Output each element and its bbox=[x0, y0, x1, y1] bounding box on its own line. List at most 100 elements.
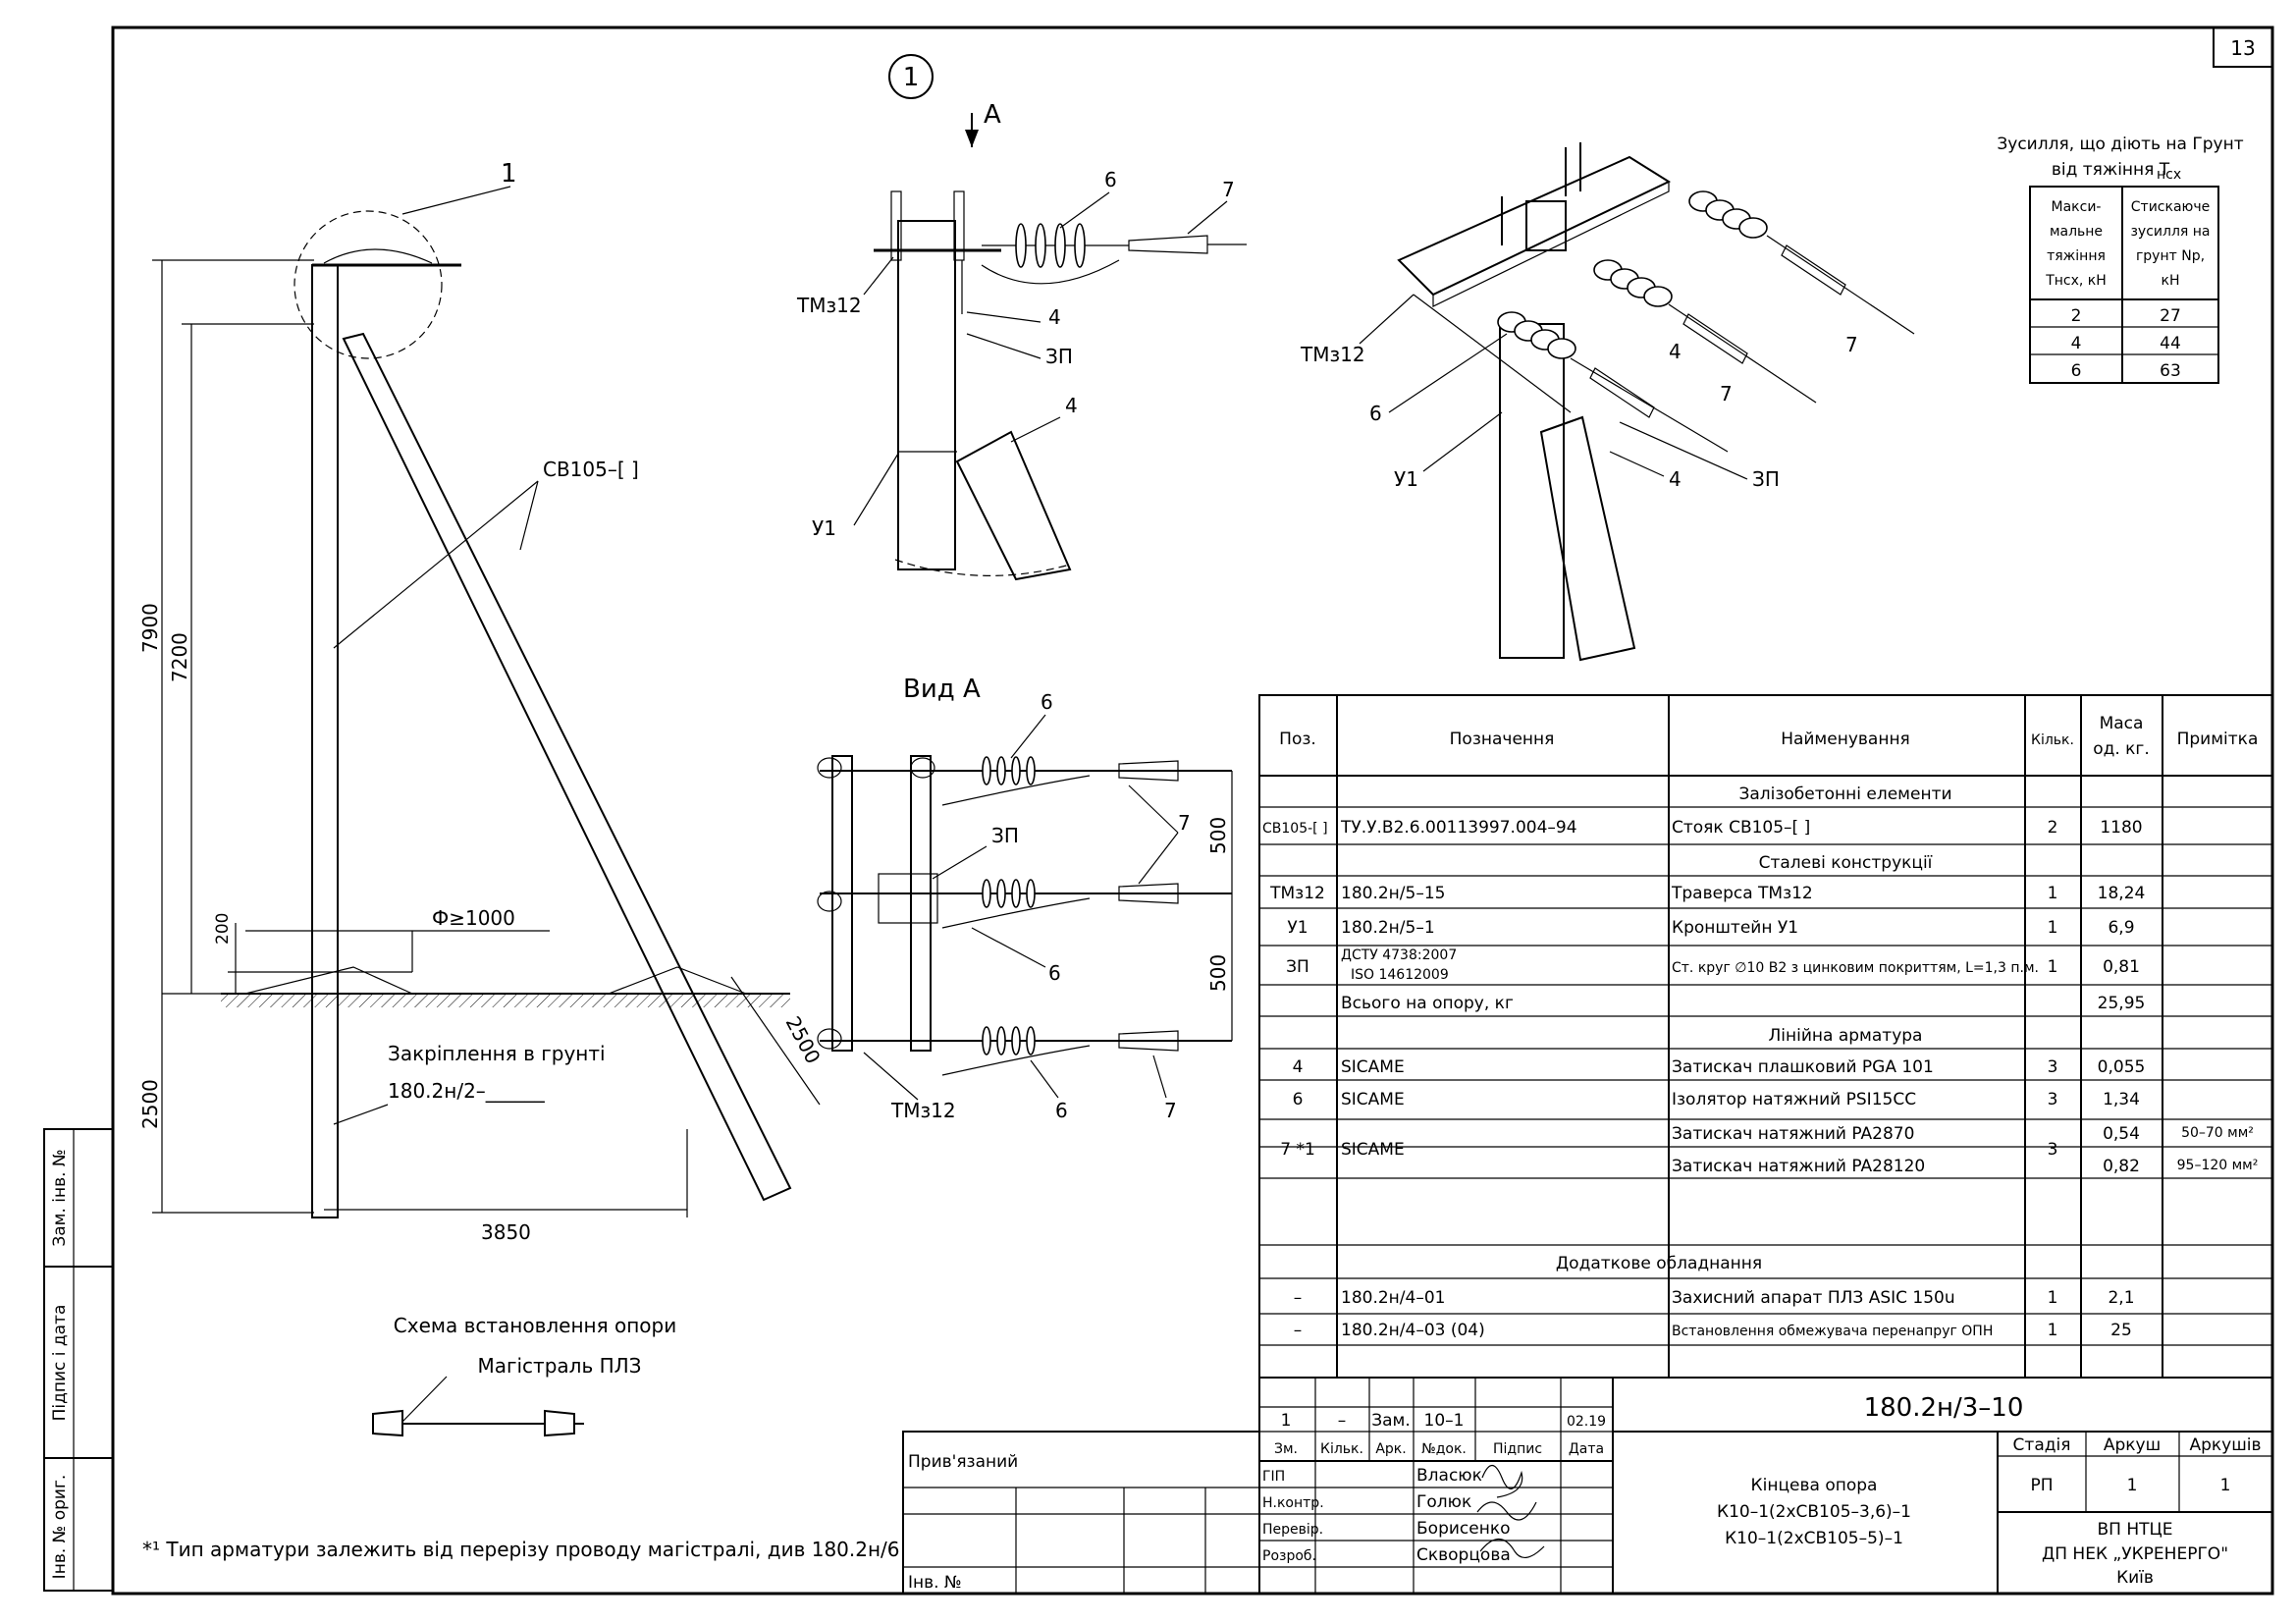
scheme-line-label: Магістраль ПЛЗ bbox=[477, 1354, 641, 1378]
spec-table: Поз. Позначення Найменування Кільк. Маса… bbox=[1258, 694, 2273, 1379]
stamp-replaced-inv: Зам. інв. № bbox=[50, 1149, 70, 1246]
spec-cell: 18,24 bbox=[2098, 884, 2146, 903]
title-line-1: Кінцева опора bbox=[1751, 1476, 1878, 1495]
force-table: Зусилля, що діють на Грунт від тяжіння Т… bbox=[1997, 135, 2244, 384]
person-cell: Голюк bbox=[1416, 1492, 1471, 1512]
spec-cell: Всього на опору, кг bbox=[1341, 994, 1514, 1013]
iso-label-u1: У1 bbox=[1394, 467, 1418, 491]
attached-label: Прив'язаний bbox=[908, 1452, 1018, 1472]
force-h1-l4: Тнсх, кН bbox=[2045, 273, 2107, 289]
title-line-2: К10–1(2хСВ105–3,6)–1 bbox=[1717, 1502, 1911, 1522]
spec-section: Сталеві конструкції bbox=[1759, 853, 1933, 873]
force-h1-l2: мальне bbox=[2050, 224, 2103, 240]
doc-code: 180.2н/3–10 bbox=[1864, 1393, 2024, 1423]
detail-pole bbox=[897, 220, 956, 570]
stamp-inv-orig: Інв. № ориг. bbox=[50, 1475, 70, 1580]
rev-cell: Зам. bbox=[1371, 1411, 1411, 1431]
spec-header-name: Найменування bbox=[1781, 730, 1910, 749]
role-cell: ГІП bbox=[1262, 1469, 1285, 1485]
title-block: 1 – Зам. 10–1 02.19 Зм. Кільк. Арк. №док… bbox=[1258, 1377, 2273, 1595]
force-h1-l3: тяжіння bbox=[2047, 248, 2106, 264]
spec-cell: SICAME bbox=[1341, 1090, 1405, 1109]
spec-cell: Кронштейн У1 bbox=[1672, 918, 1798, 938]
detail-marker: 1 bbox=[903, 63, 920, 92]
view-a-label-tmz12: ТМз12 bbox=[890, 1099, 956, 1122]
stage-value: РП bbox=[2030, 1476, 2053, 1495]
rev-header: Кільк. bbox=[1320, 1441, 1363, 1457]
detail-1-view: 1 A 6 7 ТМз12 4 ЗП 4 bbox=[796, 54, 1247, 581]
view-a-label-7b: 7 bbox=[1164, 1099, 1177, 1122]
role-cell: Перевір. bbox=[1262, 1522, 1323, 1538]
view-a-dim-500a: 500 bbox=[1206, 817, 1230, 854]
spec-cell: 6 bbox=[1293, 1090, 1304, 1109]
detail-label-tmz12: ТМз12 bbox=[796, 294, 862, 317]
spec-header-qty: Кільк. bbox=[2031, 732, 2074, 748]
org-line-3: Київ bbox=[2116, 1568, 2154, 1588]
spec-header-pos: Поз. bbox=[1279, 730, 1316, 749]
view-a-title: Вид А bbox=[903, 675, 981, 704]
spec-cell: 0,055 bbox=[2098, 1057, 2146, 1077]
detail-label-4b: 4 bbox=[1065, 394, 1078, 417]
view-a-label-6a: 6 bbox=[1041, 690, 1053, 714]
footnote: *¹ Тип арматури залежить від перерізу пр… bbox=[142, 1538, 900, 1561]
spec-cell: У1 bbox=[1287, 918, 1308, 938]
rev-header: Арк. bbox=[1375, 1441, 1406, 1457]
rev-header: Підпис bbox=[1493, 1441, 1542, 1457]
detail-label-7: 7 bbox=[1222, 178, 1235, 201]
install-scheme: Схема встановлення опори Магістраль ПЛЗ bbox=[372, 1314, 676, 1437]
spec-cell: 1 bbox=[2048, 957, 2058, 977]
isometric-view: ТМз12 6 У1 4 4 ЗП 7 7 bbox=[1300, 142, 1915, 662]
detail-label-6: 6 bbox=[1104, 168, 1117, 191]
spec-cell: Затискач плашковий PGA 101 bbox=[1672, 1057, 1934, 1077]
stage-header: Стадія bbox=[2013, 1435, 2071, 1455]
spec-cell: 25 bbox=[2110, 1321, 2132, 1340]
spec-cell: ЗП bbox=[1286, 957, 1309, 977]
spec-cell: Ст. круг ∅10 В2 з цинковим покриттям, L=… bbox=[1672, 960, 2039, 976]
iso-insulator-1 bbox=[1688, 190, 1915, 335]
spec-cell: 50–70 мм² bbox=[2181, 1125, 2254, 1141]
iso-label-6: 6 bbox=[1369, 402, 1382, 425]
force-table-title-2: від тяжіння Т bbox=[2052, 160, 2170, 180]
spec-header-note: Примітка bbox=[2177, 730, 2259, 749]
rev-header: Зм. bbox=[1274, 1441, 1298, 1457]
spec-cell: 1 bbox=[2048, 884, 2058, 903]
spec-cell: SICAME bbox=[1341, 1140, 1405, 1160]
spec-cell: 7 *1 bbox=[1280, 1140, 1315, 1160]
spec-cell: 3 bbox=[2048, 1140, 2058, 1160]
spec-cell: 95–120 мм² bbox=[2177, 1158, 2259, 1173]
spec-cell: 25,95 bbox=[2098, 994, 2146, 1013]
title-line-3: К10–1(2хСВ105–5)–1 bbox=[1725, 1529, 1903, 1548]
view-a-string-3 bbox=[941, 1026, 1179, 1076]
view-arrow-label: A bbox=[984, 100, 1001, 130]
dim-200: 200 bbox=[213, 913, 233, 945]
table-row: 7 *1 SICAME Затискач натяжний PA2870 Зат… bbox=[1280, 1124, 2258, 1176]
spec-section: Додаткове обладнання bbox=[1556, 1254, 1762, 1273]
force-h1-l1: Макси- bbox=[2052, 199, 2102, 215]
view-a-string-2 bbox=[941, 879, 1179, 929]
force-h2-l4: кН bbox=[2162, 273, 2180, 289]
force-cell: 6 bbox=[2071, 361, 2082, 381]
force-table-title-sub: нсх bbox=[2157, 167, 2181, 183]
dim-7200: 7200 bbox=[168, 632, 191, 682]
spec-cell: 180.2н/4–01 bbox=[1341, 1288, 1445, 1308]
sheet-value: 1 bbox=[2127, 1476, 2138, 1495]
spec-section: Лінійна арматура bbox=[1769, 1026, 1923, 1046]
dim-2500: 2500 bbox=[138, 1079, 162, 1129]
view-a-label-7a: 7 bbox=[1178, 811, 1191, 835]
spec-cell: ТМз12 bbox=[1269, 884, 1325, 903]
force-h2-l3: грунт Nр, bbox=[2136, 248, 2205, 264]
view-a-dim-500b: 500 bbox=[1206, 954, 1230, 992]
iso-insulator-2 bbox=[1593, 259, 1817, 404]
rev-cell: – bbox=[1338, 1411, 1347, 1431]
spec-cell: 0,81 bbox=[2103, 957, 2140, 977]
detail-insulator bbox=[982, 223, 1129, 268]
force-cell: 44 bbox=[2160, 334, 2181, 353]
role-cell: Розроб. bbox=[1262, 1548, 1316, 1564]
sheets-header: Аркушів bbox=[2189, 1435, 2261, 1455]
spec-cell: Затискач натяжний PA28120 bbox=[1672, 1157, 1925, 1176]
spec-header-designation: Позначення bbox=[1450, 730, 1555, 749]
scheme-title: Схема встановлення опори bbox=[394, 1314, 676, 1337]
view-a-label-6c: 6 bbox=[1055, 1099, 1068, 1122]
detail-label-zp: ЗП bbox=[1045, 345, 1073, 368]
